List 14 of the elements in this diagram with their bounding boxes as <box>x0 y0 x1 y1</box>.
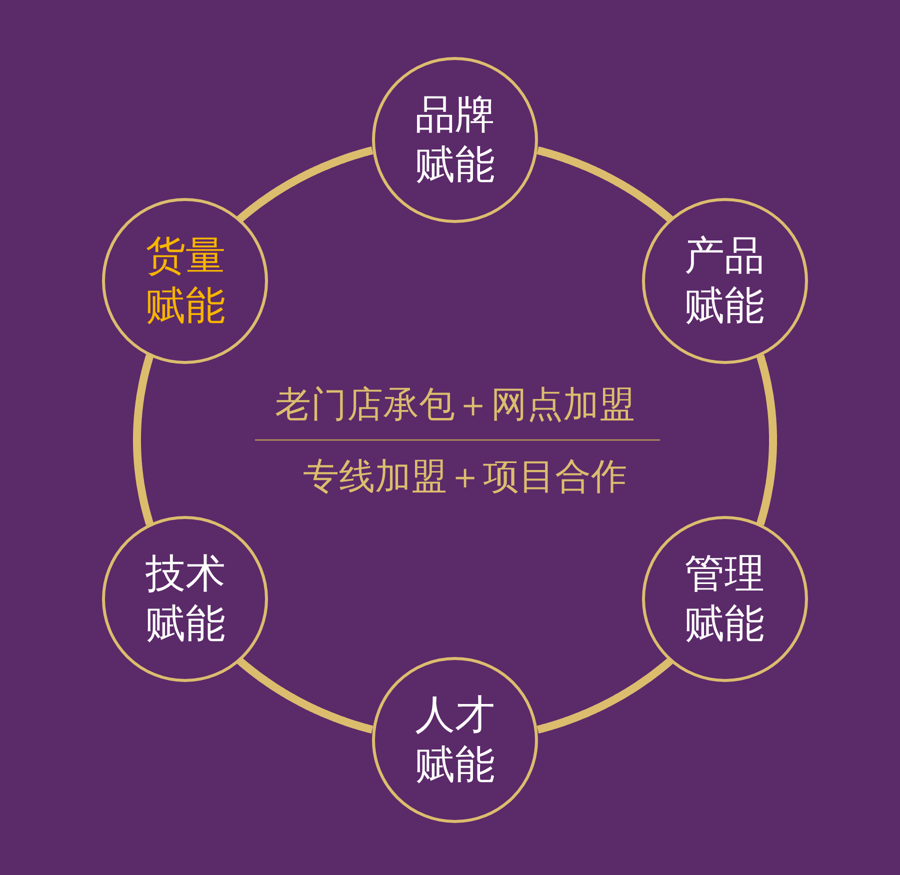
ring-arc <box>133 353 154 527</box>
ring-arc <box>236 658 375 734</box>
ring-arc <box>236 146 375 222</box>
node-label: 货量赋能 <box>144 232 226 332</box>
node-label: 技术赋能 <box>144 550 226 649</box>
node-label: 品牌赋能 <box>414 91 496 190</box>
ring-arc <box>756 353 777 527</box>
center-text: 老门店承包＋网点加盟 <box>275 384 635 428</box>
node-label: 人才赋能 <box>414 691 496 790</box>
ring-arc <box>535 146 674 222</box>
center-text: 专线加盟＋项目合作 <box>303 456 627 500</box>
ring-arc <box>535 658 674 734</box>
node-label: 管理赋能 <box>684 550 766 649</box>
node-label: 产品赋能 <box>684 232 766 332</box>
